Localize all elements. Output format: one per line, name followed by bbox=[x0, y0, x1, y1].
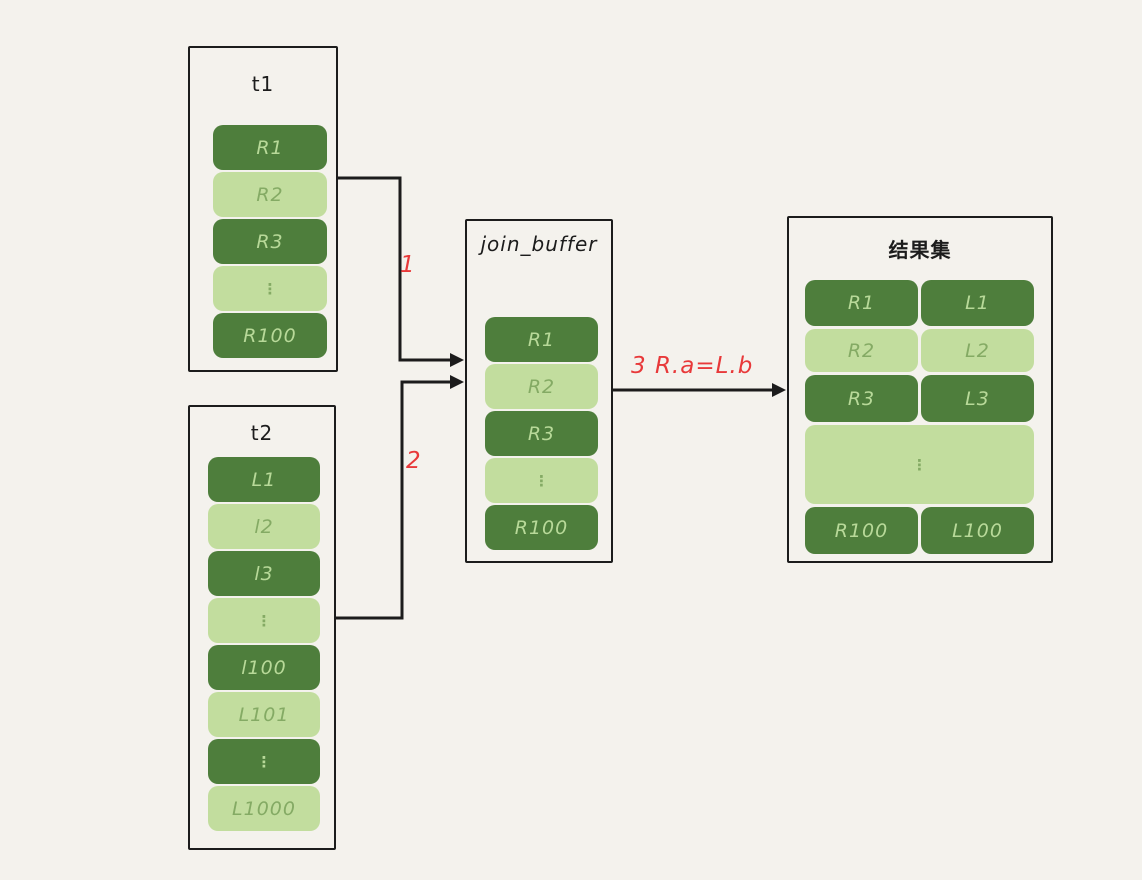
t2-row-l100: l100 bbox=[208, 645, 320, 690]
result-cell-l2: L2 bbox=[921, 329, 1034, 372]
buffer-row-ellipsis: ⋮ bbox=[485, 458, 598, 503]
t1-row-r100: R100 bbox=[213, 313, 327, 358]
result-cell-l100: L100 bbox=[921, 507, 1034, 554]
t2-row-l1: L1 bbox=[208, 457, 320, 502]
result-cell-l1: L1 bbox=[921, 280, 1034, 326]
t2-row-l1000: L1000 bbox=[208, 786, 320, 831]
step-1-label: 1 bbox=[400, 252, 416, 278]
buffer-row-r1: R1 bbox=[485, 317, 598, 362]
arrow-t2-to-buffer-path bbox=[336, 380, 450, 620]
result-row-3: R3 L3 bbox=[805, 375, 1034, 422]
t2-row-l2: l2 bbox=[208, 504, 320, 549]
t1-row-r2: R2 bbox=[213, 172, 327, 217]
join-buffer-title: join_buffer bbox=[480, 232, 598, 256]
result-cell-r2: R2 bbox=[805, 329, 918, 372]
result-row-1: R1 L1 bbox=[805, 280, 1034, 326]
table-t2-title: t2 bbox=[250, 421, 274, 445]
t2-row-l101: L101 bbox=[208, 692, 320, 737]
result-cell-r3: R3 bbox=[805, 375, 918, 422]
table-t1: t1 R1 R2 R3 ⋮ R100 bbox=[188, 46, 338, 372]
step-3-condition-label: 3 R.a=L.b bbox=[631, 353, 754, 379]
result-cell-l3: L3 bbox=[921, 375, 1034, 422]
t1-row-ellipsis: ⋮ bbox=[213, 266, 327, 311]
buffer-row-r3: R3 bbox=[485, 411, 598, 456]
arrow-t1-to-buffer-path bbox=[337, 176, 450, 362]
table-t2: t2 L1 l2 l3 ⋮ l100 L101 ⋮ L1000 bbox=[188, 405, 336, 850]
t1-row-r3: R3 bbox=[213, 219, 327, 264]
buffer-row-r100: R100 bbox=[485, 505, 598, 550]
result-set-title: 结果集 bbox=[888, 238, 952, 262]
table-t1-title: t1 bbox=[251, 72, 275, 96]
t1-row-r1: R1 bbox=[213, 125, 327, 170]
step-2-label: 2 bbox=[406, 448, 422, 474]
result-set: 结果集 R1 L1 R2 L2 R3 L3 ⋮ R100 L100 bbox=[787, 216, 1053, 563]
result-cell-r100: R100 bbox=[805, 507, 918, 554]
result-row-ellipsis: ⋮ bbox=[805, 425, 1034, 504]
arrow-t2-to-buffer-head bbox=[450, 375, 464, 389]
result-cell-r1: R1 bbox=[805, 280, 918, 326]
arrow-buffer-to-result-head bbox=[772, 383, 786, 397]
result-row-2: R2 L2 bbox=[805, 329, 1034, 372]
t2-row-ellipsis-1: ⋮ bbox=[208, 598, 320, 643]
buffer-row-r2: R2 bbox=[485, 364, 598, 409]
result-row-5: R100 L100 bbox=[805, 507, 1034, 554]
arrow-t1-to-buffer-head bbox=[450, 353, 464, 367]
join-buffer: join_buffer R1 R2 R3 ⋮ R100 bbox=[465, 219, 613, 563]
t2-row-l3: l3 bbox=[208, 551, 320, 596]
t2-row-ellipsis-2: ⋮ bbox=[208, 739, 320, 784]
